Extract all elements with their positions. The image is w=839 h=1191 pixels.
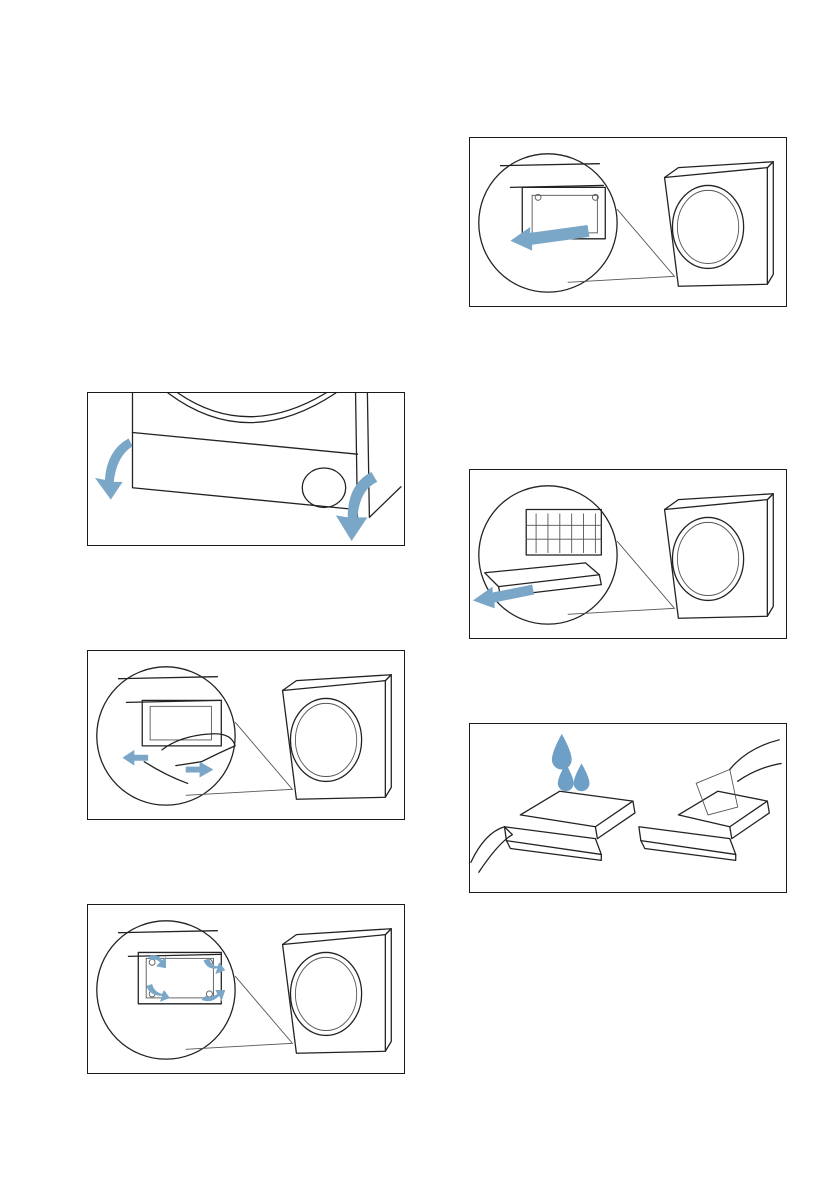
figure-remove-cover — [469, 137, 787, 307]
figure-release-locking-levers — [87, 904, 405, 1074]
water-drop-icon — [574, 764, 590, 792]
figure-open-service-flap — [87, 392, 405, 546]
figure-rinse-and-clean-filter — [469, 723, 787, 893]
drain-illustration — [88, 651, 404, 819]
figure-pull-out-heat-exchanger — [469, 469, 787, 639]
double-arrow-icon — [122, 750, 213, 778]
water-drop-icon — [552, 734, 572, 770]
figure-drain-water-residue — [87, 650, 405, 820]
levers-illustration — [88, 905, 404, 1073]
curved-arrow-icon — [95, 438, 133, 499]
cover-illustration — [470, 138, 786, 306]
exchanger-illustration — [470, 470, 786, 638]
rinse-illustration — [470, 724, 786, 892]
pull-arrow-icon — [473, 585, 534, 609]
flap-illustration — [88, 393, 404, 545]
